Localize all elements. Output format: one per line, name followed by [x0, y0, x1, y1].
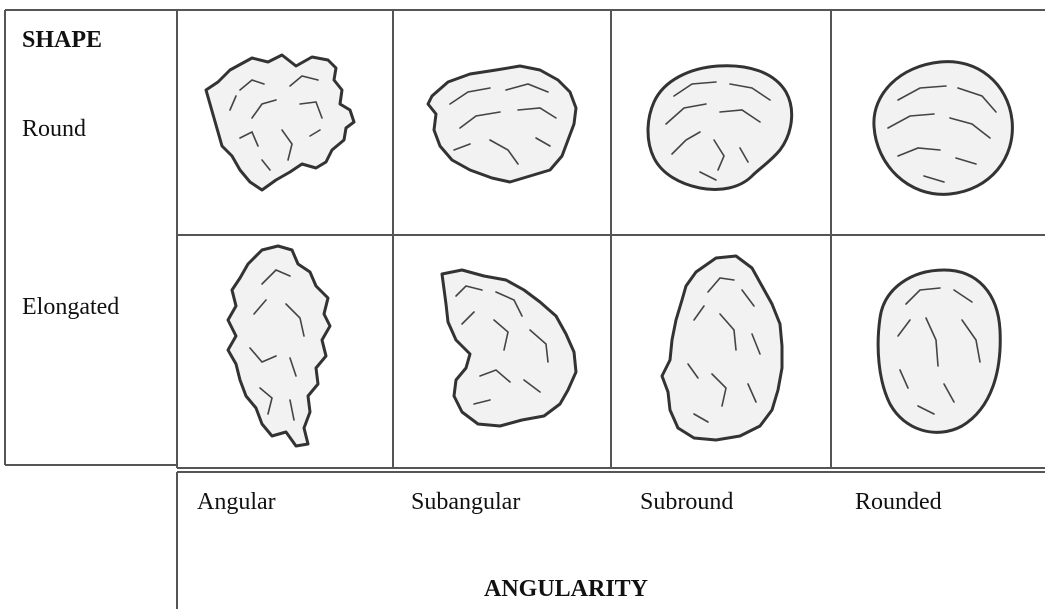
- grain-elongated-subround: [660, 254, 784, 442]
- column-label-subangular: Subangular: [411, 489, 521, 515]
- grain-texture: [917, 405, 935, 415]
- grain-texture: [925, 317, 939, 367]
- grain-texture: [505, 83, 549, 93]
- grain-round-angular: [204, 53, 356, 192]
- grain-texture: [239, 79, 265, 91]
- grain-outline: [876, 268, 1002, 434]
- grain-texture: [535, 137, 551, 147]
- grain-texture: [953, 289, 973, 303]
- grain-texture: [905, 287, 941, 305]
- grain-texture: [707, 277, 735, 293]
- grain-texture: [289, 399, 295, 421]
- grain-texture: [897, 85, 947, 101]
- grain-texture: [281, 129, 293, 161]
- grain-texture: [449, 87, 491, 105]
- row-label-round: Round: [22, 116, 87, 142]
- grain-texture: [289, 357, 297, 377]
- column-label-subround: Subround: [640, 489, 734, 515]
- grain-texture: [673, 81, 717, 97]
- grain-round-subround: [646, 64, 794, 191]
- grain-texture: [261, 269, 291, 285]
- grain-texture: [529, 329, 549, 363]
- angularity-axis-title: ANGULARITY: [484, 576, 649, 602]
- grain-texture: [309, 129, 321, 137]
- grain-texture: [253, 299, 267, 315]
- grain-outline: [646, 64, 794, 191]
- grain-texture: [713, 139, 725, 171]
- grain-texture: [741, 289, 755, 307]
- grain-texture: [517, 107, 557, 119]
- grain-texture: [711, 373, 727, 407]
- grain-texture: [961, 319, 981, 363]
- grain-texture: [249, 347, 277, 363]
- grain-texture: [747, 383, 757, 403]
- grain-outline: [440, 268, 578, 428]
- grain-elongated-subangular: [440, 268, 578, 428]
- grain-texture: [897, 319, 911, 337]
- grain-texture: [259, 387, 273, 415]
- grain-texture: [461, 311, 475, 325]
- grain-outline: [426, 64, 578, 184]
- grain-texture: [693, 413, 709, 423]
- grain-texture: [719, 313, 737, 351]
- grain-outline: [204, 53, 356, 192]
- grain-texture: [523, 379, 541, 393]
- grain-texture: [923, 175, 945, 183]
- grain-texture: [489, 139, 519, 165]
- grain-elongated-angular: [226, 244, 332, 448]
- grain-texture: [943, 383, 955, 403]
- grain-texture: [955, 157, 977, 165]
- grain-texture: [299, 101, 323, 119]
- shape-header: SHAPE: [22, 27, 103, 53]
- column-label-rounded: Rounded: [855, 489, 942, 515]
- grain-texture: [495, 291, 523, 317]
- grain-texture: [729, 83, 771, 101]
- grain-texture: [693, 305, 705, 321]
- grain-elongated-rounded: [876, 268, 1002, 434]
- grain-round-rounded: [872, 60, 1014, 196]
- grain-texture: [229, 95, 237, 111]
- grain-texture: [949, 117, 991, 139]
- row-label-elongated: Elongated: [22, 294, 120, 320]
- grain-texture: [261, 159, 271, 171]
- grain-texture: [671, 131, 701, 155]
- grid-lines: [4, 9, 1045, 609]
- grain-texture: [289, 75, 319, 87]
- column-label-angular: Angular: [197, 489, 276, 515]
- grain-texture: [239, 130, 259, 147]
- grain-outline: [872, 60, 1014, 196]
- grain-texture: [957, 87, 997, 113]
- grain-texture: [453, 143, 471, 151]
- grain-texture: [473, 399, 491, 405]
- grain-texture: [493, 319, 509, 351]
- grain-texture: [251, 99, 277, 119]
- grain-texture: [897, 147, 941, 157]
- grain-texture: [665, 103, 707, 125]
- grain-outline: [660, 254, 784, 442]
- grain-texture: [459, 111, 501, 129]
- grain-texture: [455, 285, 483, 297]
- grain-round-subangular: [426, 64, 578, 184]
- grain-outline: [226, 244, 332, 448]
- grain-texture: [479, 369, 511, 383]
- grain-texture: [699, 171, 717, 181]
- grain-texture: [719, 109, 761, 123]
- grain-texture: [751, 333, 761, 355]
- grain-texture: [285, 303, 305, 337]
- grain-texture: [739, 147, 749, 163]
- grain-texture: [687, 363, 699, 379]
- grain-texture: [887, 113, 935, 129]
- grain-texture: [899, 369, 909, 389]
